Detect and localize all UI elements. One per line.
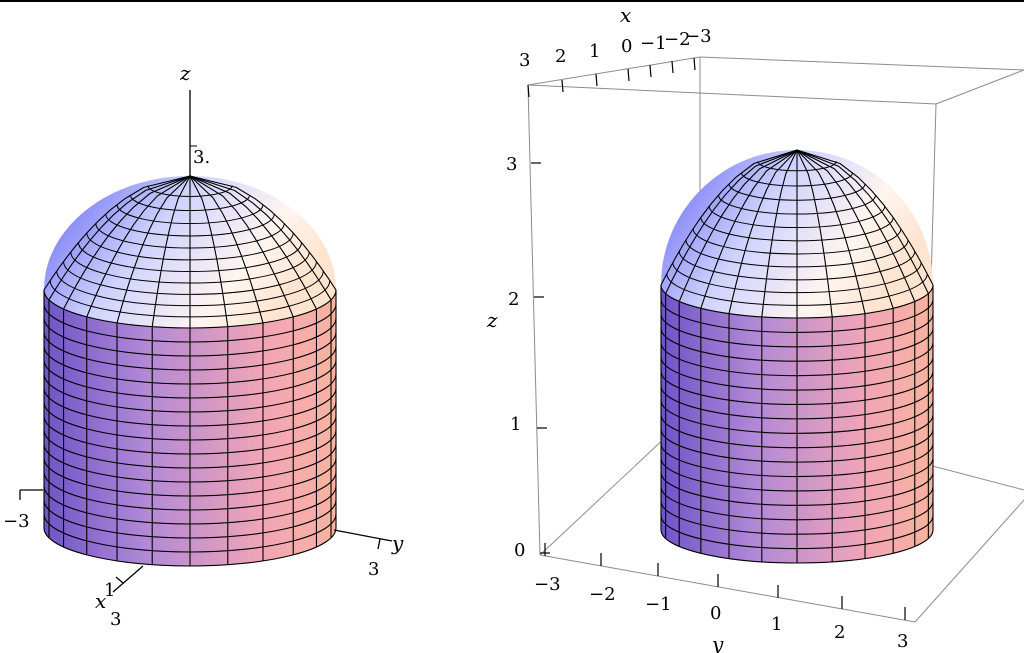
left-x-tick [115,576,124,584]
left-y-axis-label: y [391,531,404,555]
mesh-meridian [189,175,332,538]
mesh-meridian [151,175,191,565]
left-x-pos-label: 3 [110,609,121,630]
y-tick-label: −2 [589,584,616,605]
z-tick-label: 2 [508,289,519,310]
z-tick-label: 1 [510,414,521,435]
x-tick-label: 3 [519,50,530,71]
axis-tick [649,64,652,78]
mesh-meridian [189,175,264,561]
axis-tick [671,60,674,74]
left-mesh [43,175,337,567]
y-tick-label: 2 [834,622,845,643]
right-mesh [660,149,934,564]
mesh-meridian [796,149,894,554]
z-tick-label: 0 [514,540,525,561]
mesh-meridian [665,149,798,539]
mesh-meridian [660,149,798,530]
mesh-meridian [189,175,294,555]
mesh-meridian [678,149,798,547]
axis-tick [561,79,564,93]
mesh-meridian [700,149,798,554]
mesh-meridian [86,175,191,555]
mesh-meridian [796,149,866,559]
mesh-meridian [48,175,191,538]
x-tick-label: −1 [640,33,667,54]
y-tick-label: 0 [710,603,721,624]
mesh-meridian [189,175,337,528]
mesh-meridian [63,175,191,547]
y-tick-label: 3 [897,631,908,652]
mesh-meridian [796,149,929,539]
right-axis-ticks [527,57,906,620]
left-y-tick-pos [377,538,381,550]
axis-tick [693,57,696,71]
x-tick-label: 1 [589,41,600,62]
right-z-axis-label: z [486,308,498,332]
left-solid [43,175,337,567]
y-tick-label: −3 [534,574,561,595]
axis-tick [627,68,630,82]
left-x-axis [112,565,144,593]
x-tick-label: −2 [664,29,691,50]
x-tick-label: 0 [621,36,632,57]
left-x-axis-label: x [95,589,106,613]
right-z-tick-labels: 0 1 2 3 z [486,154,525,561]
x-tick-label: 2 [555,46,566,67]
mesh-meridian [189,175,229,565]
right-x-tick-labels: 3 2 1 0 −1 −2 −3 x [519,3,712,71]
mesh-meridian [189,175,317,547]
axis-tick [527,84,530,98]
mesh-meridian [728,149,798,559]
mesh-meridian [761,149,798,562]
left-plot: z 3. −3 y 3 x 1 3 [3,61,404,630]
right-solid [660,149,934,564]
mesh-meridian [116,175,191,561]
mesh-meridian [796,149,833,562]
mesh-meridian [796,149,934,530]
left-y-neg-label: −3 [3,511,30,532]
left-y-axis-pos [333,529,393,542]
left-z-axis-label: z [179,61,191,85]
x-tick-label: −3 [685,26,712,47]
axis-tick [595,73,598,87]
left-x-one-label: 1 [104,580,115,601]
right-y-tick-labels: −3 −2 −1 0 1 2 3 y [534,574,908,653]
right-x-axis-label: x [620,3,631,27]
y-tick-label: 1 [771,614,782,635]
mesh-meridian [43,175,191,528]
right-y-axis-label: y [711,632,724,653]
z-tick-label: 3 [506,154,517,175]
mesh-meridian [796,149,916,547]
right-plot: 3 2 1 0 −1 −2 −3 x 0 1 2 3 z −3 −2 − [486,3,1024,653]
left-y-pos-label: 3 [368,559,379,580]
left-z-tick-label: 3. [193,147,210,168]
y-tick-label: −1 [645,594,672,615]
